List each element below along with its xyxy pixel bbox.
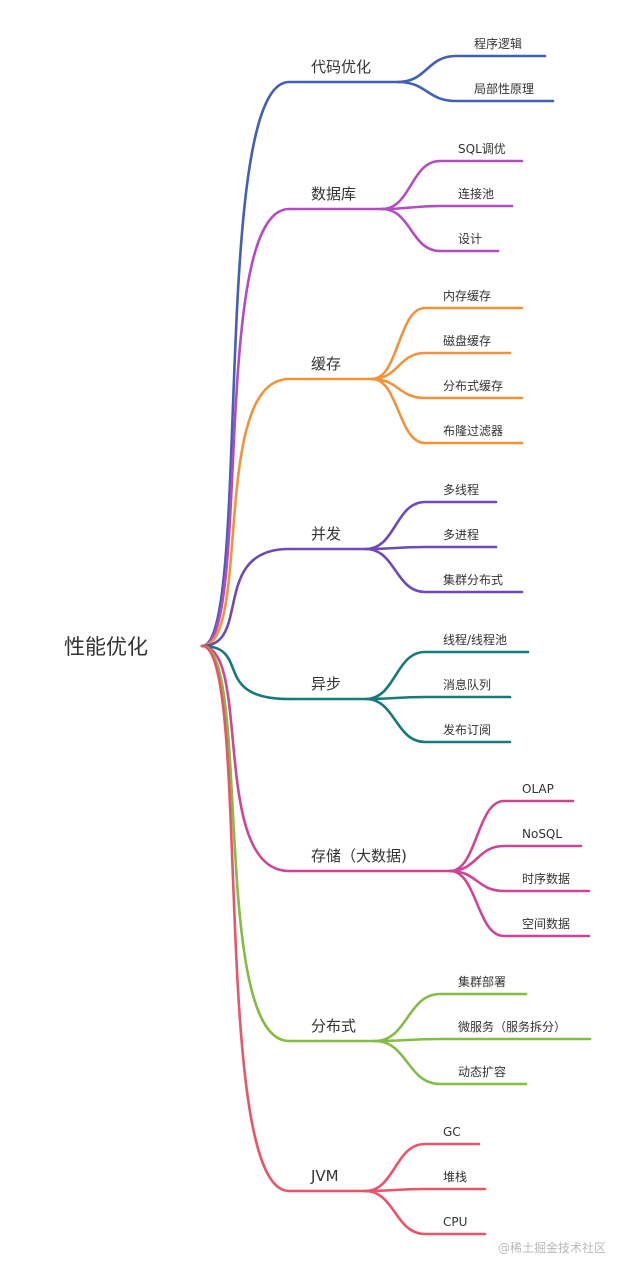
leaf-label-0-0: 程序逻辑 [474,36,522,51]
leaf-label-7-0: GC [443,1125,461,1139]
leaf-connector-0-1 [396,80,555,103]
leaf-label-3-2: 集群分布式 [443,572,503,587]
leaf-label-4-2: 发布订阅 [443,722,491,737]
branch-label-2: 缓存 [311,355,341,373]
leaf-label-5-2: 时序数据 [522,871,570,886]
leaf-connector-1-1 [380,204,514,211]
branch-label-5: 存储（大数据) [311,847,407,865]
leaf-label-6-0: 集群部署 [458,974,506,989]
branch-connector-7 [200,644,291,1193]
leaf-connector-6-0 [373,992,528,1043]
branch-label-7: JVM [310,1167,339,1185]
leaf-connector-1-0 [380,159,524,211]
branch-connector-5 [200,644,291,873]
leaf-label-7-1: 堆栈 [443,1169,467,1184]
leaf-label-5-1: NoSQL [522,827,562,841]
leaf-label-2-1: 磁盘缓存 [443,333,491,348]
leaf-connector-3-1 [364,545,498,551]
node-underlines [289,80,450,1193]
leaf-label-2-0: 内存缓存 [443,289,491,303]
leaf-connector-7-2 [363,1189,487,1236]
branch-label-1: 数据库 [311,185,356,203]
leaf-label-5-3: 空间数据 [522,916,570,931]
leaf-label-6-2: 动态扩容 [458,1064,506,1079]
leaf-connector-5-2 [448,869,591,893]
leaf-label-1-1: 连接池 [458,186,494,201]
branch-connector-3 [200,547,291,648]
leaf-connector-3-0 [364,500,498,551]
leaf-connector-2-2 [370,377,524,400]
leaf-connector-5-1 [448,844,583,873]
branch-label-6: 分布式 [311,1017,356,1035]
leaf-connector-1-2 [380,207,500,253]
leaf-label-4-1: 消息队列 [443,677,491,692]
branch-label-3: 并发 [311,525,341,543]
leaf-connector-0-0 [396,54,547,84]
leaf-connector-5-0 [448,799,575,873]
leaf-label-0-1: 局部性原理 [474,81,534,96]
leaf-connector-2-0 [370,306,524,381]
leaf-connector-6-2 [373,1039,528,1086]
branch-label-0: 代码优化 [311,58,371,76]
leaf-label-4-0: 线程/线程池 [443,632,507,647]
leaf-connector-2-3 [370,377,524,445]
leaf-label-1-0: SQL调优 [458,142,506,156]
leaf-label-2-3: 布隆过滤器 [443,423,503,438]
root-node-label: 性能优化 [64,635,148,659]
leaf-label-3-0: 多线程 [443,482,479,497]
branch-connector-1 [200,207,291,648]
leaf-connector-5-3 [448,869,591,938]
leaf-connector-7-1 [363,1187,487,1193]
leaf-label-3-1: 多进程 [443,527,479,542]
leaf-connector-7-0 [363,1142,481,1193]
leaf-connector-2-1 [370,351,512,381]
leaf-connector-6-1 [373,1037,592,1043]
leaf-label-5-0: OLAP [522,782,554,796]
branch-label-4: 异步 [311,675,341,693]
leaf-label-6-1: 微服务（服务拆分） [458,1019,566,1034]
leaf-connector-3-2 [364,547,524,594]
leaf-label-7-2: CPU [443,1215,467,1229]
connector-lines [200,54,592,1236]
branch-connector-0 [200,80,291,648]
branch-connector-6 [200,644,291,1043]
watermark: @稀土掘金技术社区 [498,1240,606,1255]
leaf-connector-4-2 [364,697,512,744]
branch-connector-4 [200,644,291,701]
leaf-connector-4-0 [364,650,530,701]
leaf-connector-4-1 [364,695,512,701]
branch-connector-2 [200,377,291,648]
leaf-label-1-2: 设计 [458,232,482,246]
leaf-label-2-2: 分布式缓存 [443,379,503,393]
